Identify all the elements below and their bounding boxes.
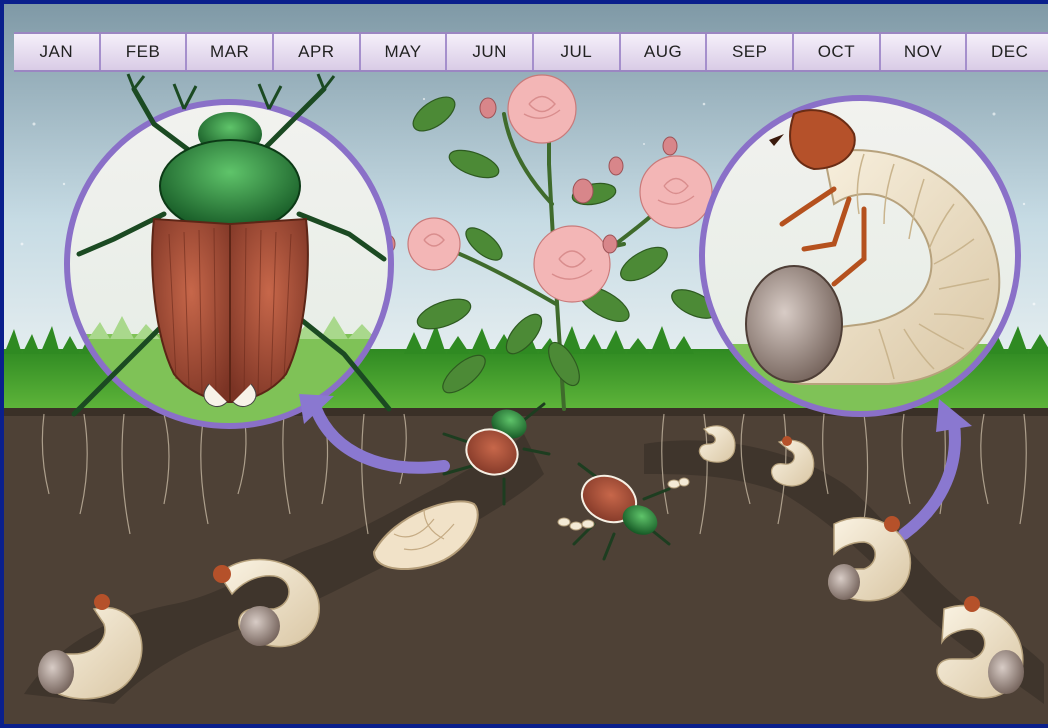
lifecycle-scene: [4, 4, 1048, 728]
month-jan: JAN: [14, 34, 101, 70]
month-nov: NOV: [881, 34, 968, 70]
rose-blossom: [534, 226, 610, 302]
month-feb: FEB: [101, 34, 188, 70]
month-jun: JUN: [447, 34, 534, 70]
month-may: MAY: [361, 34, 448, 70]
month-dec: DEC: [967, 34, 1048, 70]
month-sep: SEP: [707, 34, 794, 70]
month-oct: OCT: [794, 34, 881, 70]
rose-blossom: [408, 218, 460, 270]
month-mar: MAR: [187, 34, 274, 70]
month-apr: APR: [274, 34, 361, 70]
month-jul: JUL: [534, 34, 621, 70]
rose-blossom: [508, 75, 576, 143]
month-aug: AUG: [621, 34, 708, 70]
rose-blossom: [640, 156, 712, 228]
month-timeline: JAN FEB MAR APR MAY JUN JUL AUG SEP OCT …: [14, 32, 1048, 72]
